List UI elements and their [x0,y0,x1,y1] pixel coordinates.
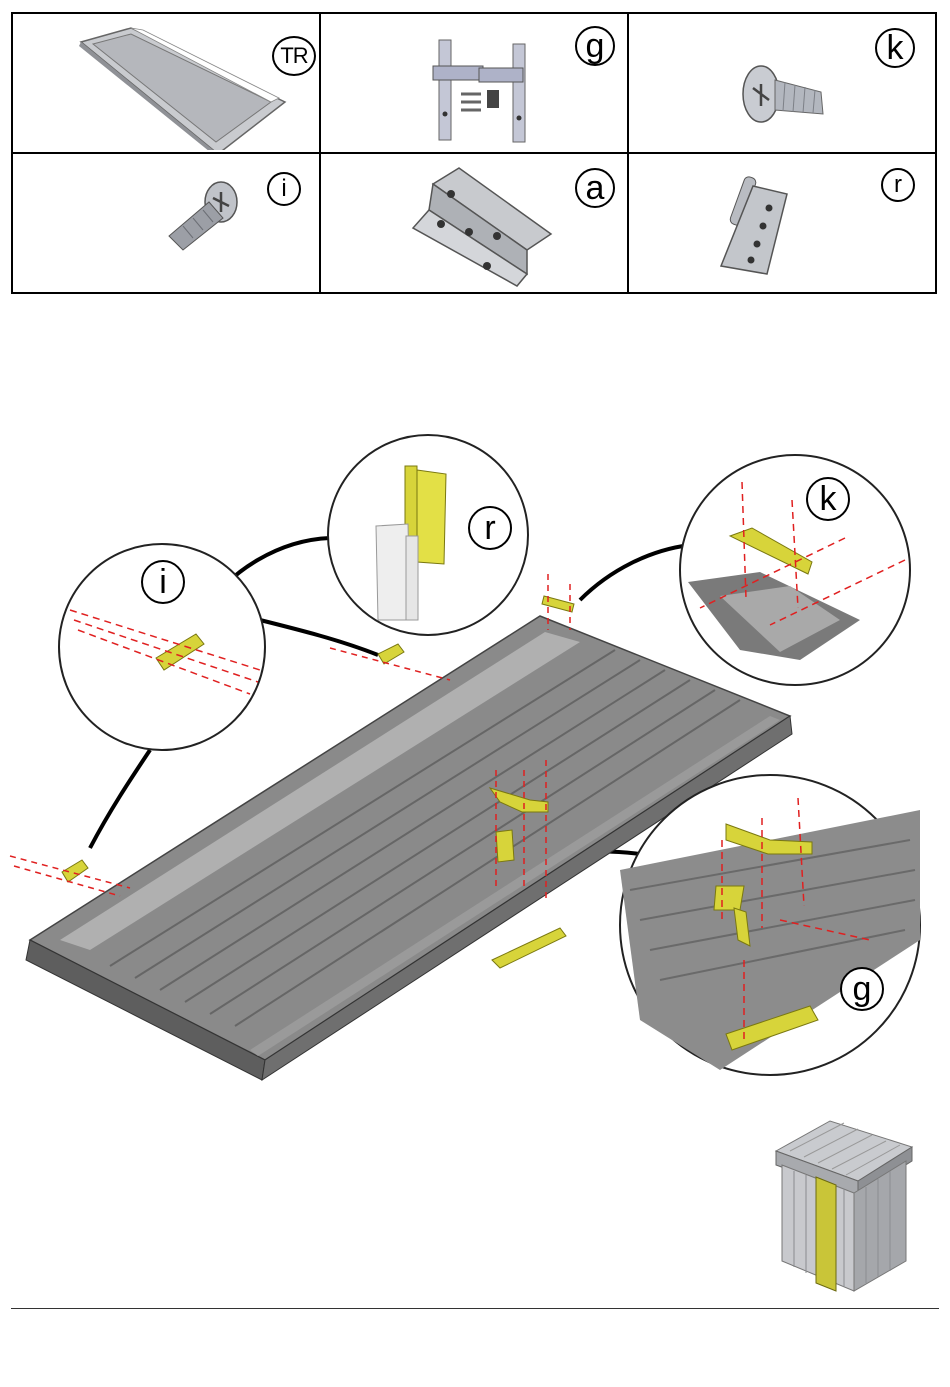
part-label-k: k [875,28,915,68]
callout-circle-g [620,775,920,1075]
part-cell-g: g [320,13,628,153]
callout-circle-k [680,455,910,685]
part-cell-r: r [628,153,936,293]
callout-label-k: k [806,477,850,521]
part-label-tr: TR [272,36,316,76]
parts-table: TR g [11,12,937,294]
shed-overview-illustration [770,1115,920,1300]
part-cell-tr: TR [12,13,320,153]
part-cell-a: a [320,153,628,293]
part-label-a: a [575,168,615,208]
part-cell-k: k [628,13,936,153]
part-cell-i: i [12,153,320,293]
roof-panel-icon [13,14,319,150]
part-label-r: r [881,168,915,202]
part-label-g: g [575,26,615,66]
callout-label-g: g [840,967,884,1011]
footer-divider [11,1308,939,1309]
part-label-i: i [267,172,301,206]
callout-label-r: r [468,506,512,550]
callout-label-i: i [141,560,185,604]
